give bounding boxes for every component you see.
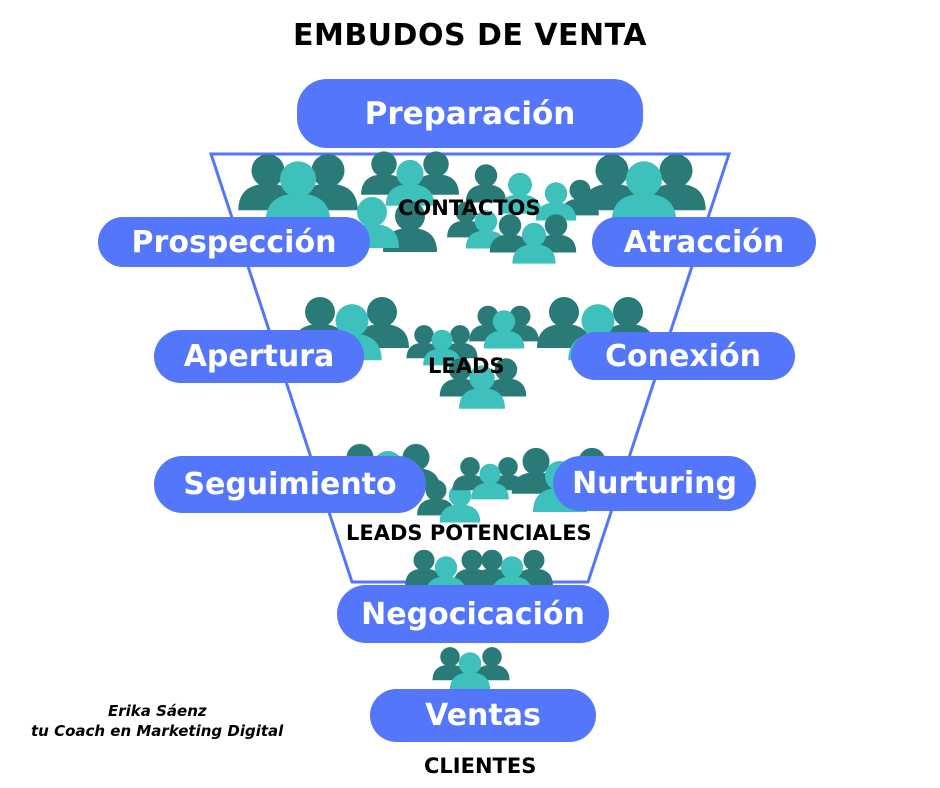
stage-apertura: Apertura <box>154 330 364 383</box>
stage-atraccion: Atracción <box>592 217 816 267</box>
stage-negociacion: Negocicación <box>337 585 609 643</box>
people-group-icon <box>432 647 510 691</box>
stage-nurturing: Nurturing <box>553 456 756 511</box>
level-contactos: CONTACTOS <box>398 196 541 220</box>
stage-ventas: Ventas <box>370 689 596 742</box>
level-leads: LEADS <box>428 354 505 378</box>
level-clientes: CLIENTES <box>424 754 537 778</box>
people-group-icon <box>582 154 706 223</box>
stage-prospeccion: Prospección <box>98 217 370 267</box>
stage-preparacion: Preparación <box>297 79 643 148</box>
diagram-title: EMBUDOS DE VENTA <box>292 18 648 53</box>
people-group-icon <box>238 154 358 223</box>
people-group-icon <box>469 305 539 349</box>
level-leads-potenciales: LEADS POTENCIALES <box>346 521 592 545</box>
stage-seguimiento: Seguimiento <box>154 456 426 513</box>
author-subtitle: tu Coach en Marketing Digital <box>31 722 284 740</box>
author-name: Erika Sáenz <box>108 702 207 720</box>
funnel-outline <box>208 152 732 584</box>
stage-conexion: Conexión <box>571 332 795 380</box>
people-group-icon <box>417 457 526 523</box>
